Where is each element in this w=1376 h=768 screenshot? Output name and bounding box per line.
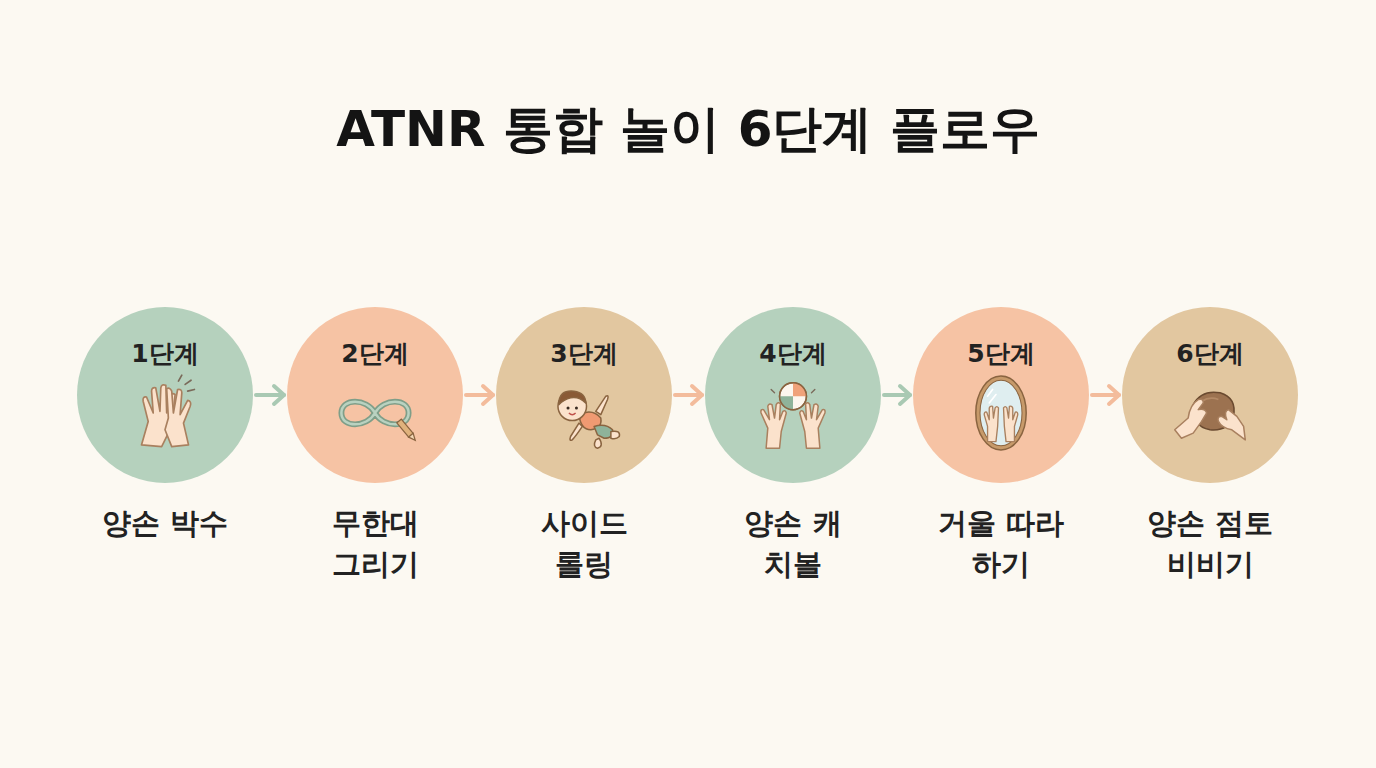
step-number: 2단계 bbox=[287, 337, 463, 370]
flow-arrow bbox=[256, 386, 284, 404]
step-number: 1단계 bbox=[77, 337, 253, 370]
step-circle: 3단계사이드 롤링 bbox=[496, 307, 672, 483]
mirror-icon bbox=[959, 371, 1043, 455]
step-number: 4단계 bbox=[705, 337, 881, 370]
step-circle: 4단계양손 캐치볼 bbox=[705, 307, 881, 483]
flow-arrow bbox=[884, 386, 910, 404]
activity-label: 무한대 그리기 bbox=[315, 503, 435, 584]
clapping-hands-icon bbox=[123, 371, 207, 455]
rolling-baby-icon bbox=[542, 371, 626, 455]
activity-label: 사이드 롤링 bbox=[524, 503, 644, 584]
flow-arrow bbox=[466, 386, 493, 404]
diagram-title: ATNR 통합 놀이 6단계 플로우 bbox=[0, 96, 1376, 163]
infinity-drawing-icon bbox=[333, 371, 417, 455]
step-circle: 2단계무한대 그리기 bbox=[287, 307, 463, 483]
clay-icon bbox=[1168, 371, 1252, 455]
step-circle: 6단계양손 점토 비비기 bbox=[1122, 307, 1298, 483]
step-number: 6단계 bbox=[1122, 337, 1298, 370]
activity-label: 거울 따라 하기 bbox=[934, 503, 1068, 584]
step-circle: 1단계양손 박수 bbox=[77, 307, 253, 483]
step-number: 3단계 bbox=[496, 337, 672, 370]
activity-label: 양손 점토 비비기 bbox=[1135, 503, 1285, 584]
flow-arrow bbox=[675, 386, 702, 404]
step-number: 5단계 bbox=[913, 337, 1089, 370]
catch-ball-icon bbox=[751, 371, 835, 455]
step-circle: 5단계거울 따라 하기 bbox=[913, 307, 1089, 483]
flow-arrow bbox=[1092, 386, 1119, 404]
activity-label: 양손 박수 bbox=[55, 503, 275, 544]
activity-label: 양손 캐치볼 bbox=[733, 503, 853, 584]
